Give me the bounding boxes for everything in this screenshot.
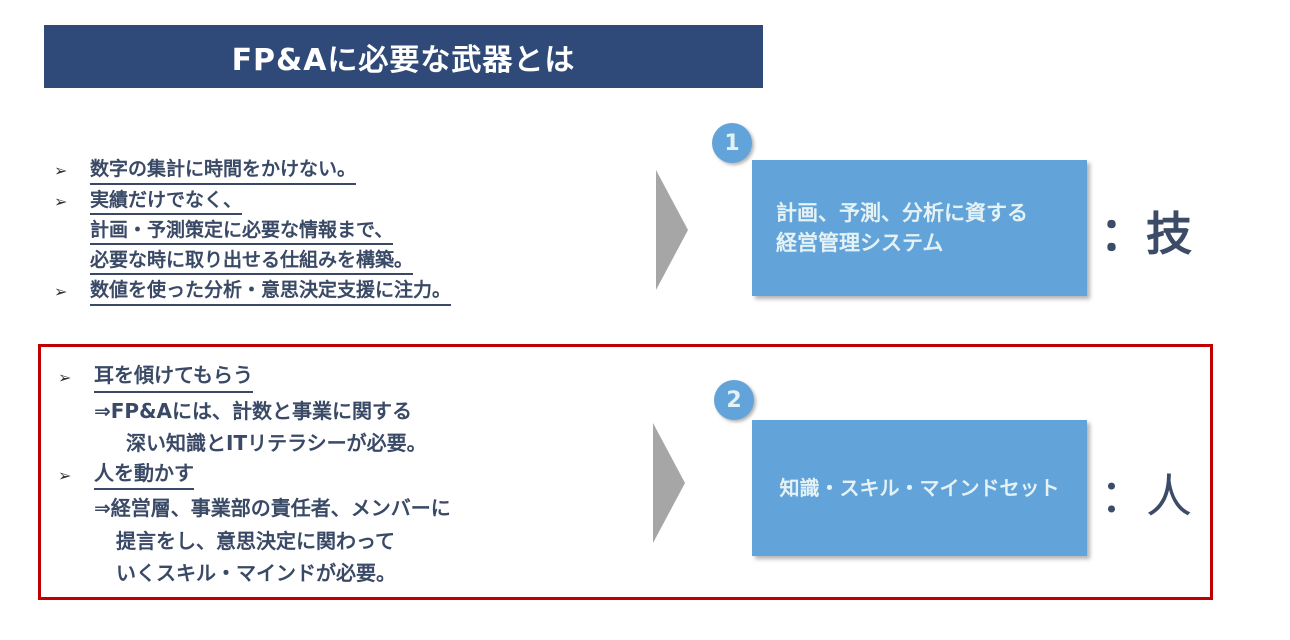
knowledge-box: 知識・スキル・マインドセット	[752, 420, 1087, 556]
bullet-text: 必要な時に取り出せる仕組みを構築。	[90, 247, 414, 275]
number-badge-1: 1	[712, 123, 752, 163]
chevron-arrow-icon	[653, 423, 685, 543]
bullet-text: 提言をし、意思決定に関わって	[116, 528, 395, 553]
section2-bullets: ➢ 耳を傾けてもらう ⇒FP&Aには、計数と事業に関する 深い知識とITリテラシー…	[58, 362, 451, 590]
bullet-heading: 人を動かす	[94, 460, 194, 490]
arrowhead-bullet-icon: ➢	[58, 368, 72, 387]
people-label: ：人	[1100, 469, 1192, 523]
box-line: 経営管理システム	[776, 231, 944, 255]
bullet-text: 深い知識とITリテラシーが必要。	[126, 431, 427, 455]
bullet-text: 数字の集計に時間をかけない。	[90, 156, 357, 185]
box-line: 計画、予測、分析に資する	[776, 201, 1028, 225]
bullet-text: 数値を使った分析・意思決定支援に注力。	[90, 277, 452, 306]
bullet-text: 計画・予測策定に必要な情報まで、	[90, 217, 394, 245]
bullet-heading: 耳を傾けてもらう	[94, 362, 253, 393]
section1-bullets: ➢ 数字の集計に時間をかけない。 ➢ 実績だけでなく、 計画・予測策定に必要な情報ま…	[54, 156, 452, 308]
bullet-text: ⇒経営層、事業部の責任者、メンバーに	[94, 496, 451, 520]
highlight-frame	[38, 344, 1213, 600]
bullet-text: ⇒FP&Aには、計数と事業に関する	[94, 398, 412, 423]
chevron-arrow-icon	[656, 170, 688, 290]
bullet-text: いくスキル・マインドが必要。	[116, 561, 396, 585]
arrowhead-bullet-icon: ➢	[58, 465, 72, 485]
page-title: FP&Aに必要な武器とは	[44, 25, 763, 88]
bullet-text: 実績だけでなく、	[90, 187, 243, 215]
number-badge-2: 2	[714, 380, 754, 420]
system-box: 計画、予測、分析に資する経営管理システム	[752, 160, 1087, 296]
arrowhead-bullet-icon: ➢	[54, 161, 68, 180]
arrowhead-bullet-icon: ➢	[54, 191, 68, 211]
skill-label: ：技	[1100, 207, 1192, 261]
arrowhead-bullet-icon: ➢	[54, 282, 68, 301]
